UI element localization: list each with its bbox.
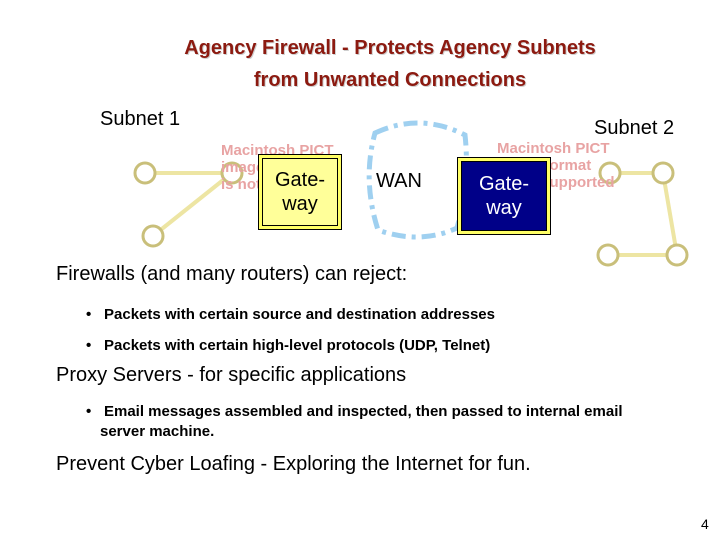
gateway-2: Gate- way bbox=[457, 157, 551, 235]
page-number: 4 bbox=[701, 516, 709, 532]
bullet-text: Email messages assembled and inspected, … bbox=[100, 403, 623, 440]
bullet-icon: • bbox=[86, 306, 92, 323]
gateway-2-line-2: way bbox=[486, 197, 522, 219]
node-icon bbox=[133, 161, 157, 185]
section-heading-firewalls: Firewalls (and many routers) can reject: bbox=[56, 263, 408, 285]
slide-title-line-2: from Unwanted Connections bbox=[253, 69, 527, 91]
slide-title: Agency Firewall - Protects Agency Subnet… bbox=[0, 32, 720, 96]
node-icon bbox=[596, 243, 620, 267]
gateway-1: Gate- way bbox=[258, 154, 342, 230]
subnet-1-links bbox=[145, 171, 234, 238]
wan-cloud-icon bbox=[366, 120, 469, 240]
bullet-icon: • bbox=[86, 337, 92, 354]
gateway-2-line-1: Gate- bbox=[478, 173, 530, 195]
subnet-nodes bbox=[133, 161, 689, 267]
bullet-item: • Packets with certain source and destina… bbox=[86, 305, 495, 325]
section-heading-cyber-loafing: Prevent Cyber Loafing - Exploring the In… bbox=[56, 453, 531, 475]
slide-title-line-1: Agency Firewall - Protects Agency Subnet… bbox=[184, 37, 596, 59]
bullet-item: • Email messages assembled and inspected,… bbox=[86, 402, 670, 442]
node-icon bbox=[598, 161, 622, 185]
node-icon bbox=[665, 243, 689, 267]
node-icon bbox=[651, 161, 675, 185]
node-icon bbox=[220, 161, 244, 185]
gateway-1-line-1: Gate- bbox=[274, 169, 326, 191]
subnet-2-links bbox=[608, 171, 679, 257]
bullet-icon: • bbox=[86, 403, 92, 420]
subnet-2-label: Subnet 2 bbox=[594, 117, 675, 139]
wan-label: WAN bbox=[376, 170, 422, 192]
bullet-text: Packets with certain high-level protocol… bbox=[104, 337, 491, 354]
bullet-text: Packets with certain source and destinat… bbox=[104, 306, 495, 323]
subnet-1-label: Subnet 1 bbox=[100, 108, 181, 130]
gateway-1-line-2: way bbox=[282, 193, 318, 215]
section-heading-proxy: Proxy Servers - for specific application… bbox=[56, 364, 407, 386]
bullet-item: • Packets with certain high-level protoco… bbox=[86, 336, 490, 356]
node-icon bbox=[141, 224, 165, 248]
